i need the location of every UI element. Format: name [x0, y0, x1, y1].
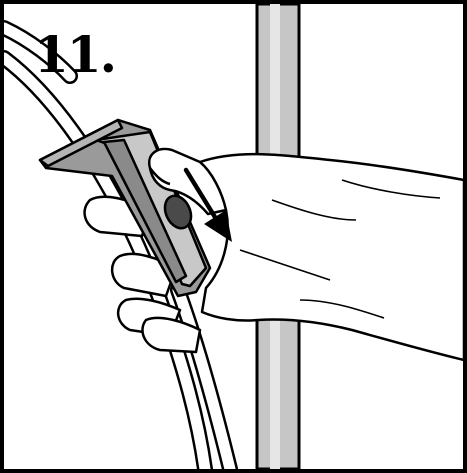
- hand-palm: [200, 154, 464, 360]
- step-number: 11.: [34, 30, 115, 80]
